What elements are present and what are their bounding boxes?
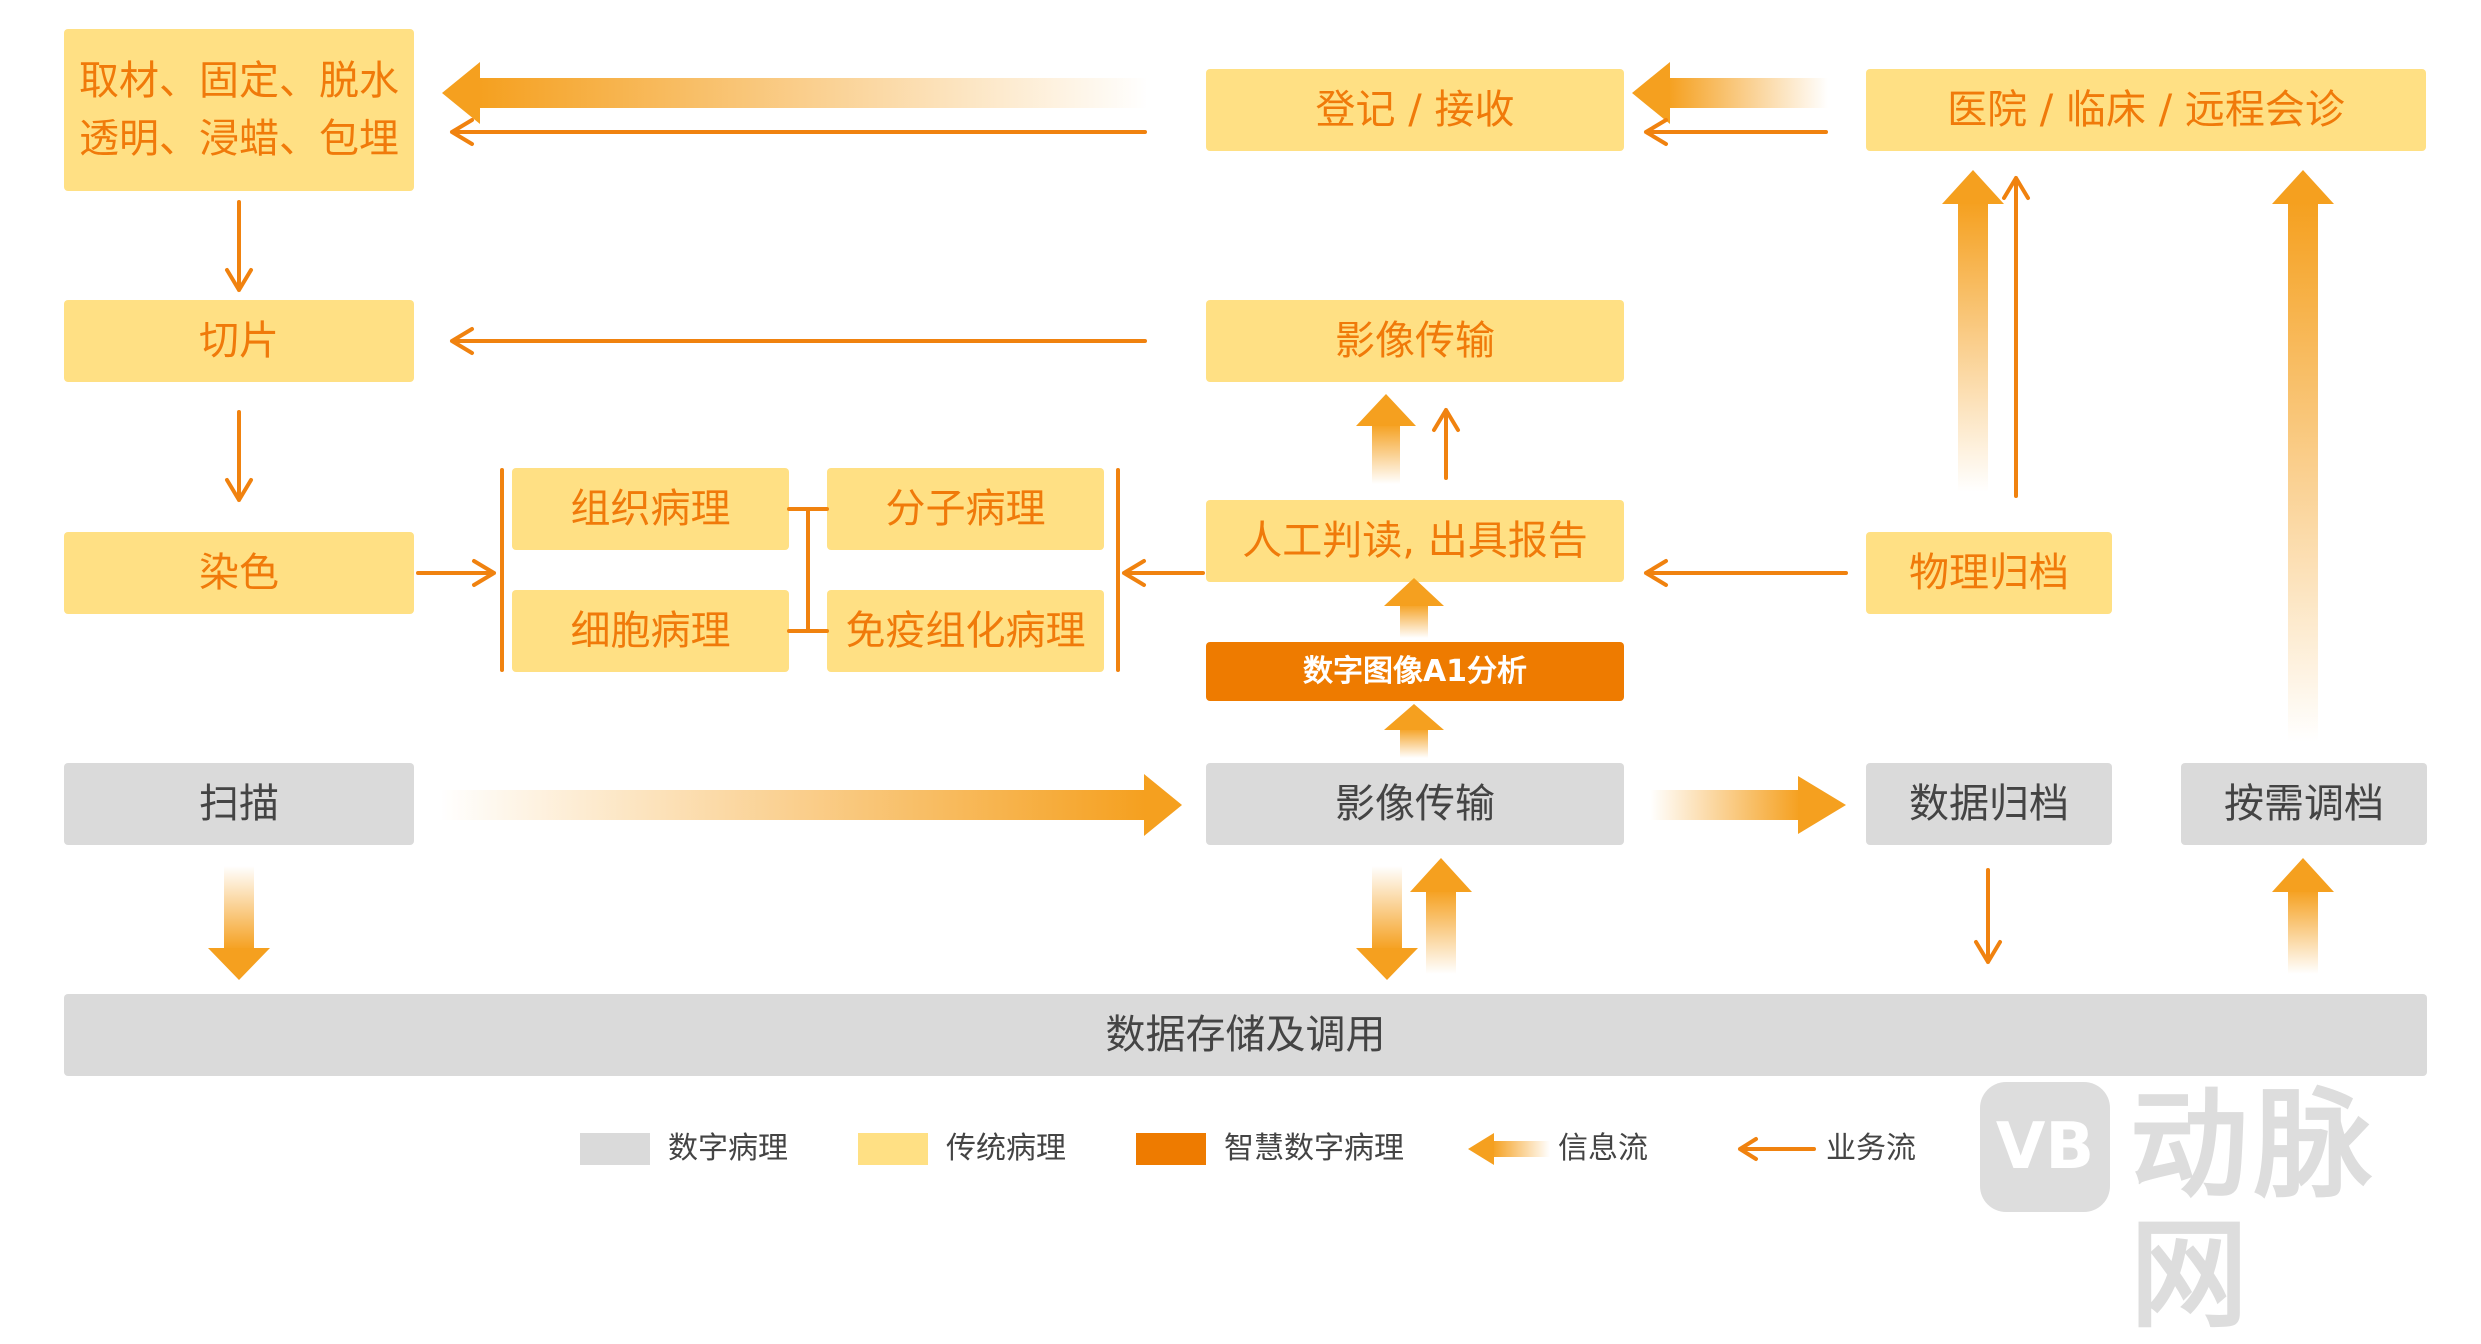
legend-digital-swatch — [580, 1133, 650, 1165]
scan-box: 扫描 — [64, 763, 414, 845]
physical-archive-box: 物理归档 — [1866, 532, 2112, 614]
legend-traditional-swatch — [858, 1133, 928, 1165]
register-box: 登记 / 接收 — [1206, 69, 1624, 151]
staining-box: 染色 — [64, 532, 414, 614]
ai-analysis-box: 数字图像A1分析 — [1206, 642, 1624, 701]
business-flow-arrows — [225, 118, 2030, 964]
legend-smart-label: 智慧数字病理 — [1224, 1131, 1404, 1166]
legend-info-flow-label: 信息流 — [1558, 1131, 1648, 1166]
hospital-box: 医院 / 临床 / 远程会诊 — [1866, 69, 2426, 151]
legend-business-flow-icon — [1738, 1137, 1816, 1161]
watermark-text: 动脉网 — [2130, 1076, 2379, 1344]
immuno-pathology-box: 免疫组化病理 — [827, 590, 1104, 672]
storage-box: 数据存储及调用 — [64, 994, 2427, 1076]
legend-traditional-label: 传统病理 — [946, 1131, 1066, 1166]
watermark-logo: VB — [1980, 1082, 2110, 1212]
molecular-pathology-box: 分子病理 — [827, 468, 1104, 550]
sectioning-box: 切片 — [64, 300, 414, 382]
image-transfer-top-box: 影像传输 — [1206, 300, 1624, 382]
watermark-logo-text: VB — [1995, 1110, 2095, 1184]
sampling-box: 取材、固定、脱水 透明、浸蜡、包埋 — [64, 29, 414, 191]
data-archive-box: 数据归档 — [1866, 763, 2112, 845]
image-transfer-bottom-box: 影像传输 — [1206, 763, 1624, 845]
legend-business-flow-label: 业务流 — [1826, 1131, 1916, 1166]
legend-digital-label: 数字病理 — [668, 1131, 788, 1166]
tissue-pathology-box: 组织病理 — [512, 468, 789, 550]
manual-report-box: 人工判读, 出具报告 — [1206, 500, 1624, 582]
flow-arrows — [208, 62, 2334, 980]
on-demand-box: 按需调档 — [2181, 763, 2427, 845]
legend-info-flow-icon — [1468, 1133, 1550, 1165]
info-flow-arrows — [208, 62, 2334, 980]
legend-smart-swatch — [1136, 1133, 1206, 1165]
cell-pathology-box: 细胞病理 — [512, 590, 789, 672]
